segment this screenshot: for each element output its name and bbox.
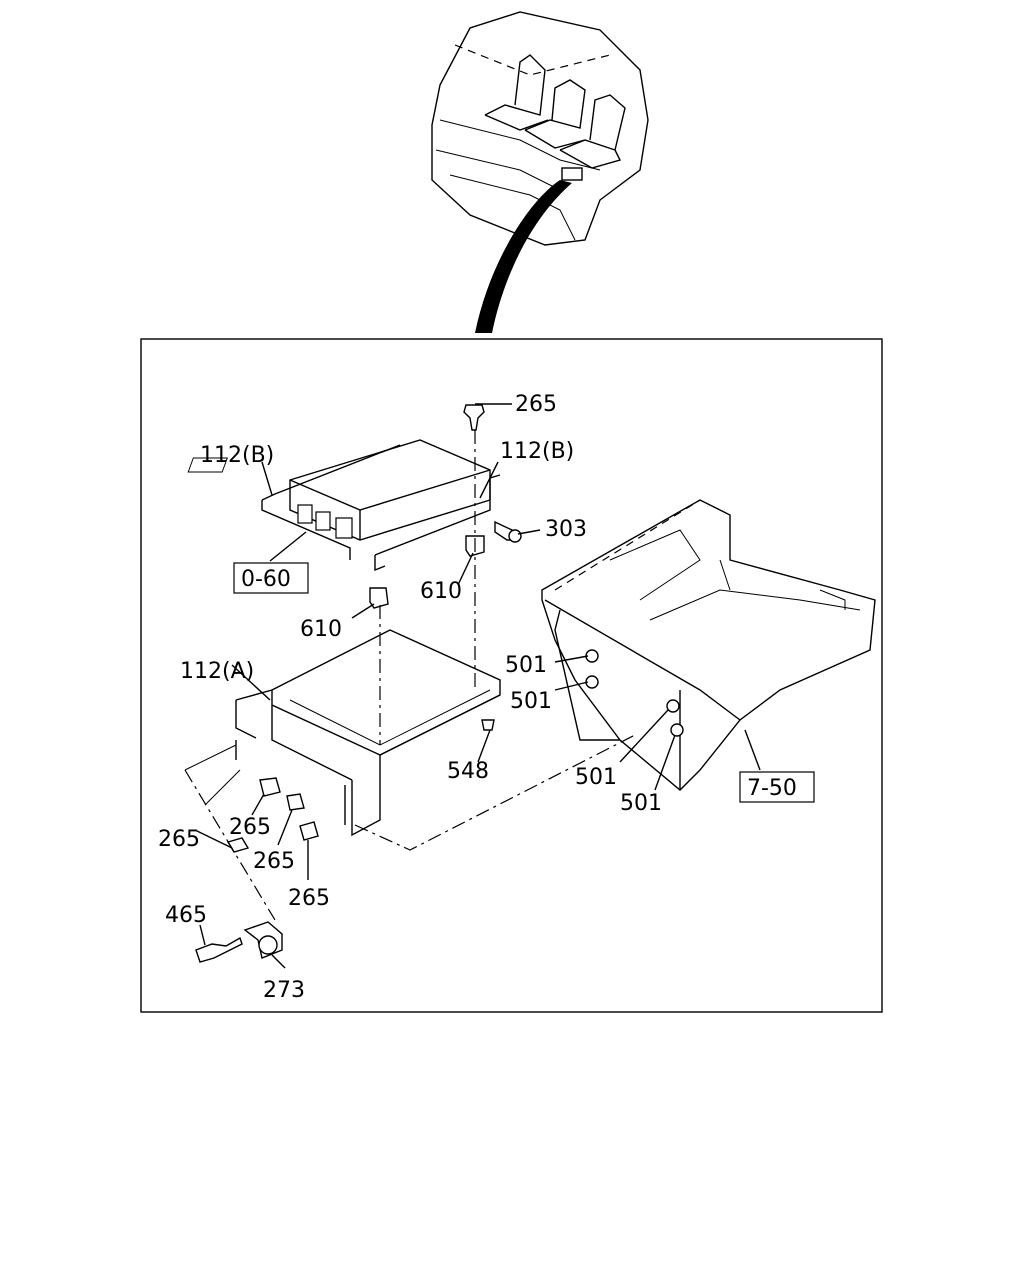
ref-label-0-60: 0-60 — [241, 567, 291, 592]
callout-265-b1: 265 — [158, 827, 200, 852]
callout-112b-right: 112(B) — [500, 439, 574, 464]
cab-overview-illustration — [431, 11, 649, 333]
control-unit-assembly — [187, 439, 501, 572]
fasteners — [195, 404, 684, 963]
detail-frame — [140, 338, 883, 1013]
ref-box-0-60 — [233, 562, 309, 594]
callout-265-b4: 265 — [288, 886, 330, 911]
callout-265-b2: 265 — [229, 815, 271, 840]
callout-465: 465 — [165, 903, 207, 928]
callout-labels: 265 112(B) 112(B) 303 0-60 610 610 112(A… — [158, 392, 815, 1003]
callout-501-d: 501 — [620, 791, 662, 816]
callout-501-a: 501 — [505, 653, 547, 678]
callout-112a: 112(A) — [180, 659, 254, 684]
callout-303: 303 — [545, 517, 587, 542]
ref-box-7-50 — [739, 771, 815, 803]
callout-501-b: 501 — [510, 689, 552, 714]
callout-610-left: 610 — [300, 617, 342, 642]
callout-501-c: 501 — [575, 765, 617, 790]
callout-265-b3: 265 — [253, 849, 295, 874]
callout-548: 548 — [447, 759, 489, 784]
base-tray-assembly — [235, 629, 501, 837]
floor-frame-member — [541, 499, 876, 791]
ref-label-7-50: 7-50 — [747, 776, 797, 801]
callout-265-top: 265 — [515, 392, 557, 417]
callout-112b-left: 112(B) — [200, 443, 274, 468]
callout-273: 273 — [263, 978, 305, 1003]
callout-610-right: 610 — [420, 579, 462, 604]
leader-lines — [184, 403, 761, 969]
